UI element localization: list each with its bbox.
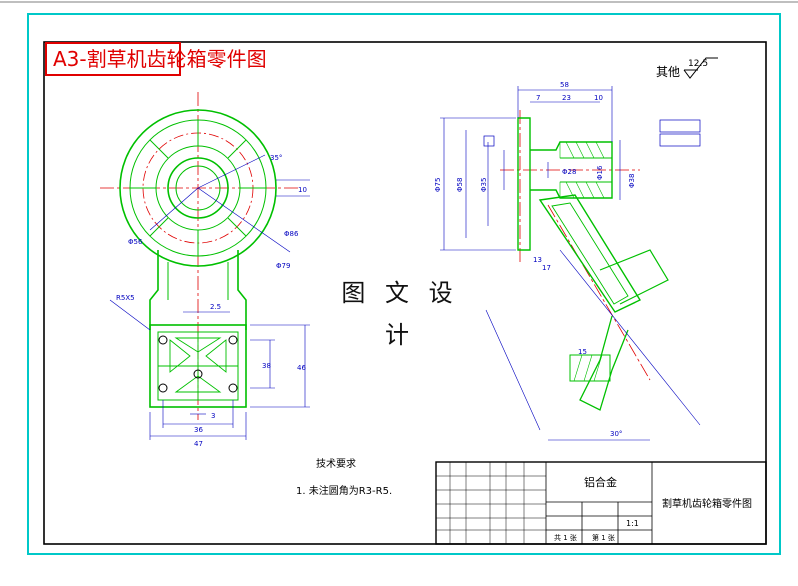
dim-phi35: Φ35 (480, 178, 488, 192)
dim-38: 38 (262, 362, 271, 370)
inner-frame (43, 41, 767, 545)
dim-30deg: 30° (610, 430, 622, 438)
drawing-title-tag: A3-割草机齿轮箱零件图 (45, 42, 267, 76)
dim-r5x5: R5X5 (116, 294, 135, 302)
dim-58: 58 (560, 81, 569, 89)
dim-17: 17 (542, 264, 551, 272)
roughness-symbol: 其他 12.5 (656, 57, 718, 79)
dim-2-5: 2.5 (210, 303, 221, 311)
section-view: 58 7 23 10 13 Φ75 Φ58 Φ35 Φ28 Φ38 Φ16 15… (434, 81, 701, 441)
tech-note: 1. 未注圆角为R3-R5. (296, 484, 392, 497)
dim-phi38: Φ38 (628, 174, 636, 188)
dim-10: 10 (298, 186, 307, 194)
title-block (435, 461, 767, 545)
dim-10b: 10 (594, 94, 603, 102)
dim-phi56: Φ56 (128, 238, 143, 246)
roughness-label: 其他 (656, 65, 680, 79)
dim-47: 47 (194, 440, 203, 448)
part-name-text: 割草机齿轮箱零件图 (662, 497, 752, 510)
material-text: 铝合金 (584, 475, 617, 489)
dim-23: 23 (562, 94, 571, 102)
dim-phi58: Φ58 (456, 178, 464, 192)
dim-13: 13 (533, 256, 542, 264)
dim-phi86: Φ86 (284, 230, 299, 238)
roughness-value: 12.5 (688, 59, 708, 69)
dim-3: 3 (211, 412, 215, 420)
tech-heading: 技术要求 (316, 457, 356, 470)
front-view: R5X5 2.5 38 46 47 36 3 Φ56 Φ86 Φ79 10 35… (100, 92, 310, 448)
sheets-text: 共 1 张 (554, 533, 577, 542)
watermark-text: 图 文 设 计 (320, 272, 480, 349)
dim-15: 15 (578, 348, 587, 356)
dim-phi28: Φ28 (562, 168, 576, 176)
dim-phi16: Φ16 (596, 165, 604, 180)
sheet-no-text: 第 1 张 (592, 533, 615, 542)
dim-phi79: Φ79 (276, 262, 290, 270)
dim-36: 36 (194, 426, 203, 434)
scale-text: 1:1 (626, 519, 639, 528)
dim-46: 46 (297, 364, 306, 372)
outer-frame (27, 13, 781, 555)
dim-7: 7 (536, 94, 540, 102)
dim-phi75: Φ75 (434, 178, 442, 192)
dim-35deg: 35° (270, 154, 282, 162)
